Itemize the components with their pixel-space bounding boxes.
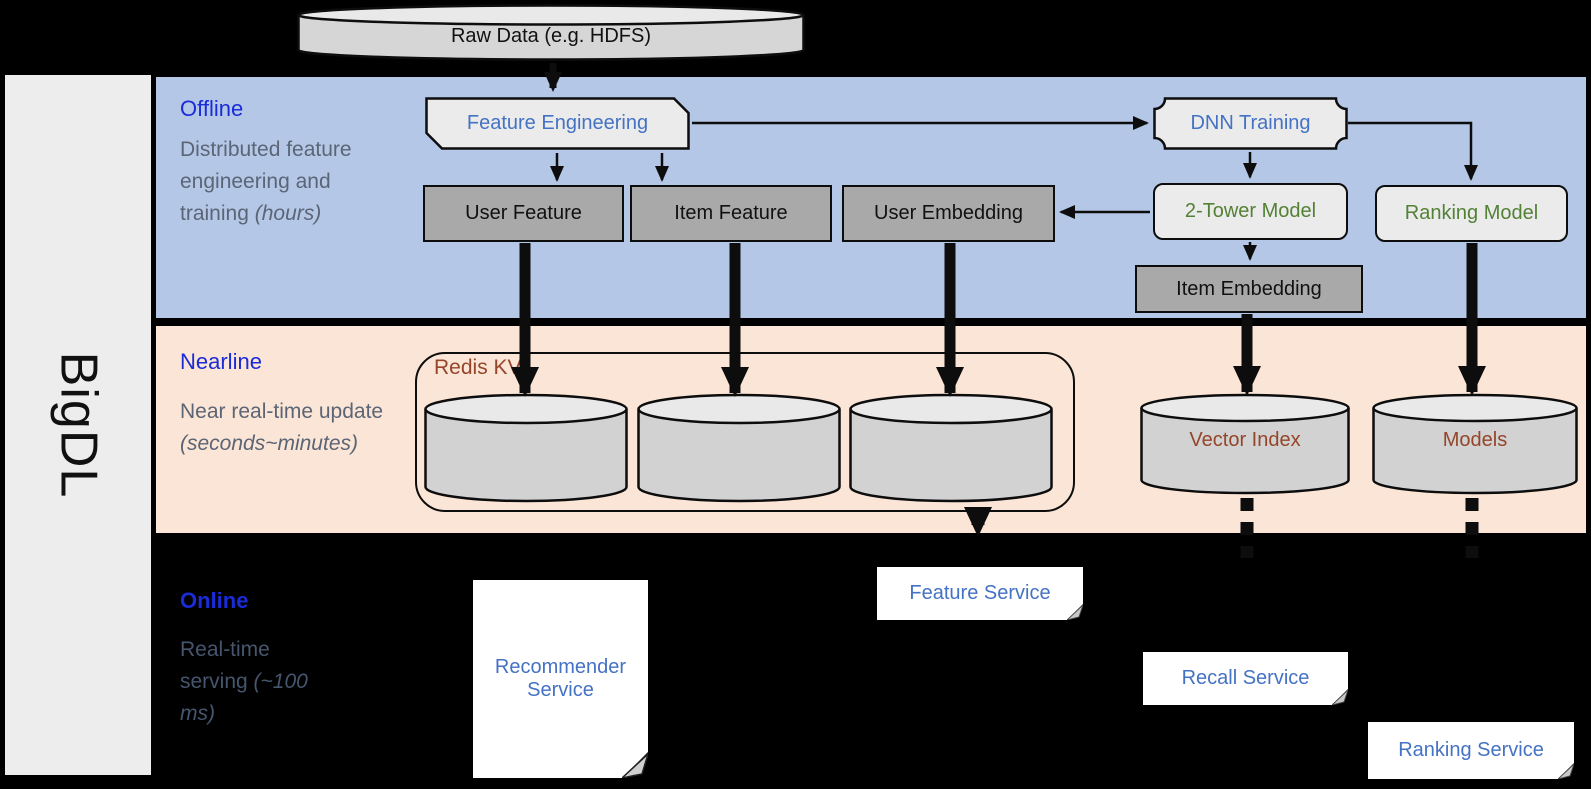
models-store: Models: [1372, 393, 1578, 495]
raw-data-store: Raw Data (e.g. HDFS): [297, 4, 805, 62]
redis-store-cylinder-2: [637, 393, 841, 503]
online-subtitle: Real-time serving (~100 ms): [180, 638, 308, 725]
two-tower-model-label: 2-Tower Model: [1184, 200, 1317, 222]
feature-service-label: Feature Service: [909, 582, 1051, 604]
cylinder-shape: [424, 393, 628, 503]
page-fold-icon: [1332, 689, 1348, 705]
nearline-title: Nearline: [180, 349, 262, 374]
node-two-tower-model: 2-Tower Model: [1153, 183, 1348, 240]
node-dnn-training: DNN Training: [1153, 97, 1348, 150]
snip-rect-shape: [425, 97, 690, 150]
offline-subtitle: Distributed feature engineering and trai…: [180, 138, 352, 225]
user-embedding-label: User Embedding: [874, 202, 1023, 224]
raw-data-label: Raw Data (e.g. HDFS): [450, 24, 652, 47]
node-user-feature: User Feature: [423, 185, 624, 242]
redis-kv-label: Redis KV: [434, 356, 522, 379]
recall-service-label: Recall Service: [1181, 667, 1310, 689]
cylinder-shape: [297, 4, 805, 61]
node-user-embedding: User Embedding: [842, 185, 1055, 242]
online-title: Online: [180, 588, 249, 613]
vector-index-label: Vector Index: [1189, 429, 1301, 451]
page-fold-icon: [1067, 604, 1083, 620]
bigdl-logo-text: BigDL: [49, 351, 108, 499]
feature-service-card: Feature Service: [877, 567, 1083, 620]
item-feature-label: Item Feature: [674, 202, 788, 224]
node-item-feature: Item Feature: [630, 185, 832, 242]
cylinder-shape: [1140, 393, 1350, 495]
nearline-subtitle: Near real-time update (seconds~minutes): [180, 400, 384, 455]
node-item-embedding: Item Embedding: [1135, 265, 1363, 313]
ranking-service-label: Ranking Service: [1398, 739, 1544, 761]
models-label: Models: [1442, 429, 1508, 451]
item-embedding-label: Item Embedding: [1176, 277, 1322, 300]
vector-index-store: Vector Index: [1140, 393, 1350, 495]
feature-engineering-label: Feature Engineering: [466, 112, 649, 134]
page-fold-icon: [1558, 763, 1574, 779]
node-ranking-model: Ranking Model: [1375, 185, 1568, 242]
dnn-training-label: DNN Training: [1190, 112, 1311, 134]
redis-kv-container: [415, 352, 1075, 512]
cylinder-shape: [849, 393, 1053, 503]
plaque-shape: [1153, 97, 1348, 150]
page-fold-icon: [622, 752, 648, 778]
bigdl-side-bar: BigDL: [5, 75, 151, 775]
ranking-service-card: Ranking Service: [1368, 722, 1574, 779]
cylinder-shape: [1372, 393, 1578, 495]
offline-title: Offline: [180, 96, 244, 121]
node-feature-engineering: Feature Engineering: [425, 97, 690, 150]
recommender-service-card: Recommender Service: [473, 580, 648, 778]
redis-store-cylinder-1: [424, 393, 628, 503]
recommender-service-label: Recommender Service: [494, 656, 627, 701]
cylinder-shape: [637, 393, 841, 503]
ranking-model-label: Ranking Model: [1404, 202, 1539, 224]
user-feature-label: User Feature: [465, 202, 582, 224]
recall-service-card: Recall Service: [1143, 652, 1348, 705]
redis-store-cylinder-3: [849, 393, 1053, 503]
